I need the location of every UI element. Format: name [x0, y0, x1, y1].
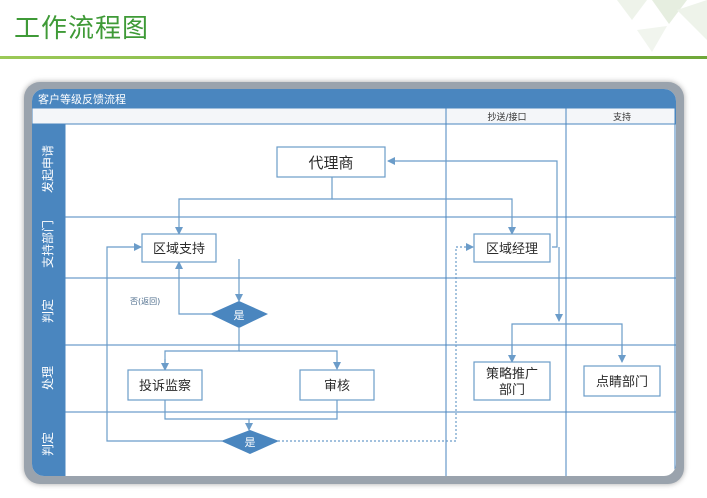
- node-strategy-box[interactable]: [473, 361, 551, 401]
- column-header-row: [32, 107, 676, 125]
- edge-agent-to-manager: [332, 198, 516, 235]
- svg-text:发起申请: 发起申请: [40, 145, 55, 193]
- edge-agent-to-support: [175, 176, 333, 235]
- node-review-label: 审核: [324, 379, 350, 394]
- lane-label-judge-2: 判定: [40, 432, 55, 456]
- node-decision-2-label: 是: [245, 436, 256, 449]
- lane-label-initiate: 发起申请: [40, 145, 55, 193]
- lane-grid: [32, 108, 676, 476]
- page-title: 工作流程图: [14, 14, 150, 44]
- svg-text:支持部门: 支持部门: [40, 220, 55, 268]
- lane-label-process: 处理: [41, 366, 55, 390]
- svg-text:判定: 判定: [40, 299, 55, 323]
- node-agent-box[interactable]: [276, 146, 386, 178]
- node-complaint-box[interactable]: [127, 369, 203, 401]
- edge-decision-to-review: [239, 350, 341, 370]
- connectors: [106, 157, 626, 442]
- node-dianjing-box[interactable]: [583, 365, 661, 397]
- edge-split: [511, 323, 623, 361]
- edge-label-return: 否(返回): [130, 297, 160, 306]
- diagram-title: 客户等级反馈流程: [38, 92, 126, 106]
- edge-manager-to-agent: [387, 157, 558, 248]
- edge-decision2-left: [106, 243, 222, 442]
- edge-complaint-to-decision: [164, 400, 338, 420]
- node-regional-manager-label: 区域经理: [486, 242, 538, 257]
- flowchart: 客户等级反馈流程 抄送/接口 支持 发起申请 支持部门 判定 处理 判定: [32, 89, 676, 476]
- corner-decoration: [557, 0, 707, 60]
- title-divider: [0, 56, 707, 59]
- column-header-support: 支持: [613, 111, 631, 123]
- node-dianjing-label: 点睛部门: [596, 375, 648, 390]
- node-decision-1[interactable]: [210, 301, 268, 328]
- edge-decision2-right: [278, 243, 474, 442]
- node-regional-support-box[interactable]: [141, 233, 217, 263]
- lane-label-judge-1: 判定: [40, 299, 55, 323]
- edge-decision-return: [175, 261, 211, 315]
- svg-text:判定: 判定: [40, 432, 55, 456]
- diagram-frame: 客户等级反馈流程 抄送/接口 支持 发起申请 支持部门 判定 处理 判定: [24, 82, 684, 484]
- diagram-header: [32, 89, 676, 108]
- diagram-canvas: 客户等级反馈流程 抄送/接口 支持 发起申请 支持部门 判定 处理 判定: [32, 89, 676, 476]
- svg-text:处理: 处理: [41, 366, 55, 390]
- lane-band: [32, 124, 65, 476]
- node-strategy-label-1: 策略推广: [486, 366, 538, 382]
- node-complaint-label: 投诉监察: [139, 378, 191, 394]
- node-strategy-label-2: 部门: [499, 383, 525, 398]
- column-header-cc: 抄送/接口: [487, 111, 526, 123]
- node-agent-label: 代理商: [308, 154, 353, 172]
- lane-label-support-dept: 支持部门: [40, 220, 55, 268]
- node-regional-manager-box[interactable]: [473, 233, 551, 263]
- node-decision-2[interactable]: [221, 430, 279, 454]
- edge-decision-split: [164, 328, 240, 369]
- node-regional-support-label: 区域支持: [153, 242, 205, 257]
- node-review-box[interactable]: [299, 369, 375, 401]
- node-decision-1-label: 是: [234, 309, 245, 322]
